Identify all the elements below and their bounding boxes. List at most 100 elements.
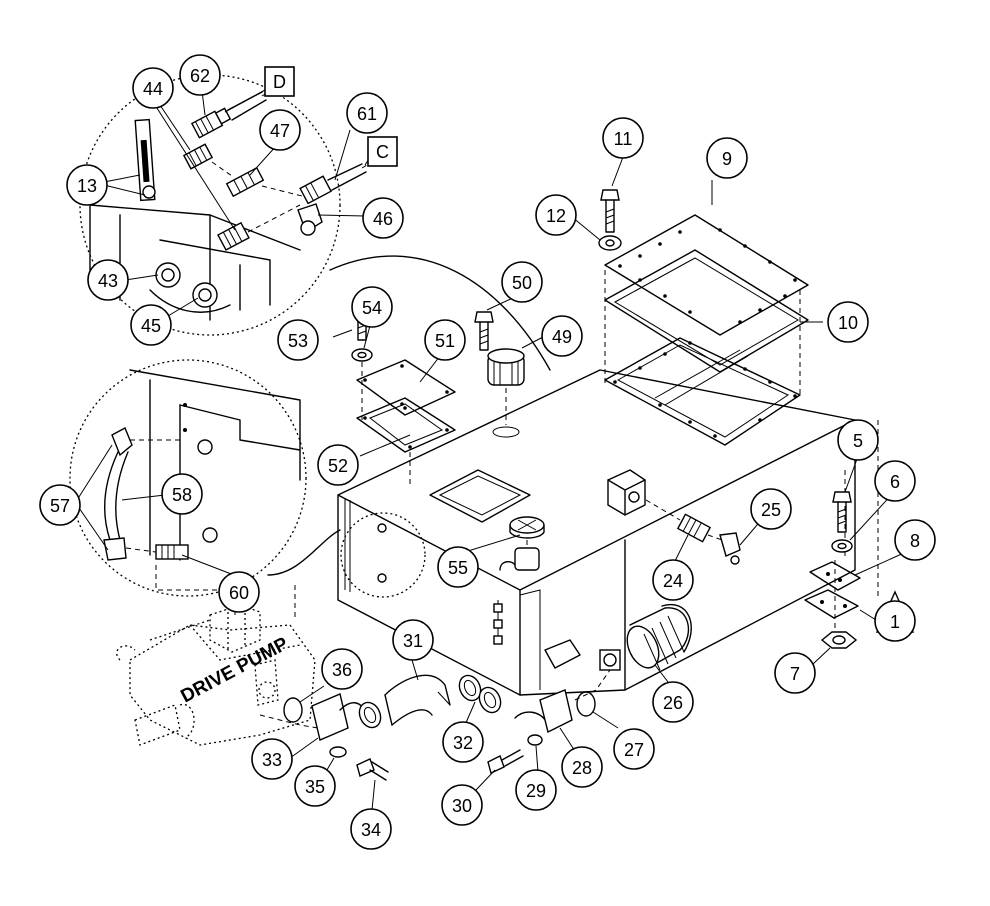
callout-circle [132,67,174,109]
callout-29: 29 [515,769,557,811]
callout-circle [87,259,129,301]
callout-number: 9 [722,149,732,169]
suction-strainer [626,603,692,671]
callout-number: 43 [98,271,118,291]
boxed-label-d-text: D [273,72,286,92]
callout-circle [561,746,603,788]
callout-number: 12 [546,206,566,226]
callout-circle [351,286,393,328]
callout-circle [218,571,260,613]
callout-circle [827,301,869,343]
callout-number: 32 [453,733,473,753]
callout-52: 52 [317,444,359,486]
callout-number: 29 [526,781,546,801]
callout-51: 51 [424,319,466,361]
callout-circle [874,460,916,502]
boxed-label-d: D [264,66,295,97]
callout-number: 62 [190,66,210,86]
callout-43: 43 [87,259,129,301]
callout-50: 50 [501,261,543,303]
callout-30: 30 [441,784,483,826]
callout-35: 35 [294,765,336,807]
callout-circle [179,54,221,96]
callout-1: 1 [874,600,916,642]
callout-number: 60 [229,583,249,603]
callout-circle [346,92,388,134]
callout-45: 45 [130,304,172,346]
callout-number: 47 [270,121,290,141]
callout-circle [161,473,203,515]
callout-circle [294,765,336,807]
callout-number: 54 [362,298,382,318]
callout-number: 57 [50,496,70,516]
callout-circle [321,648,363,690]
callout-12: 12 [535,194,577,236]
callout-number: 52 [328,456,348,476]
callout-number: 26 [663,693,683,713]
callout-number: 55 [448,558,468,578]
callout-33: 33 [251,738,293,780]
fill-cap [499,516,545,571]
hydraulic-tank [337,270,879,696]
callout-number: 46 [373,209,393,229]
callout-number: 36 [332,660,352,680]
callout-circle [501,261,543,303]
callout-number: 30 [452,796,472,816]
callout-number: 24 [663,571,683,591]
callout-number: 6 [890,472,900,492]
callout-46: 46 [362,197,404,239]
callout-62: 62 [179,54,221,96]
callout-number: 11 [614,129,633,149]
callout-28: 28 [561,746,603,788]
callout-circle [39,484,81,526]
callout-31: 31 [392,619,434,661]
callout-circle [706,137,748,179]
callout-circle [251,738,293,780]
boxed-label-c-text: C [376,142,389,162]
callout-number: 13 [77,176,97,196]
callout-58: 58 [161,473,203,515]
callout-number: 34 [361,820,381,840]
callout-number: 61 [357,104,377,124]
valve-block [607,469,741,565]
callout-32: 32 [442,721,484,763]
callout-8: 8 [894,519,936,561]
callout-number: 8 [910,531,920,551]
callout-circle [130,304,172,346]
callout-number: 25 [761,500,781,520]
callout-number: 49 [552,327,572,347]
callout-circle [750,488,792,530]
drive-pump [116,585,331,746]
callout-circle [277,319,319,361]
callout-27: 27 [613,728,655,770]
callout-6: 6 [874,460,916,502]
callout-number: 35 [305,777,325,797]
callout-circle [441,784,483,826]
callout-36: 36 [321,648,363,690]
callout-24: 24 [652,559,694,601]
callout-number: 5 [853,431,863,451]
callout-9: 9 [706,137,748,179]
callout-circle [652,559,694,601]
callout-number: 31 [403,631,423,651]
callout-number: 44 [143,79,163,99]
callout-circle [535,194,577,236]
callout-11: 11 [602,117,644,159]
callout-circle [894,519,936,561]
callout-number: 51 [435,331,455,351]
callout-circle [392,619,434,661]
callout-number: 27 [624,740,644,760]
callout-number: 53 [288,331,308,351]
callout-number: 10 [838,313,858,333]
callout-circle [259,109,301,151]
callout-circle [437,546,479,588]
callout-26: 26 [652,681,694,723]
callout-circle [442,721,484,763]
callout-circle [515,769,557,811]
callout-circle [874,600,916,642]
callout-circle [362,197,404,239]
callout-circle [350,808,392,850]
callout-10: 10 [827,301,869,343]
